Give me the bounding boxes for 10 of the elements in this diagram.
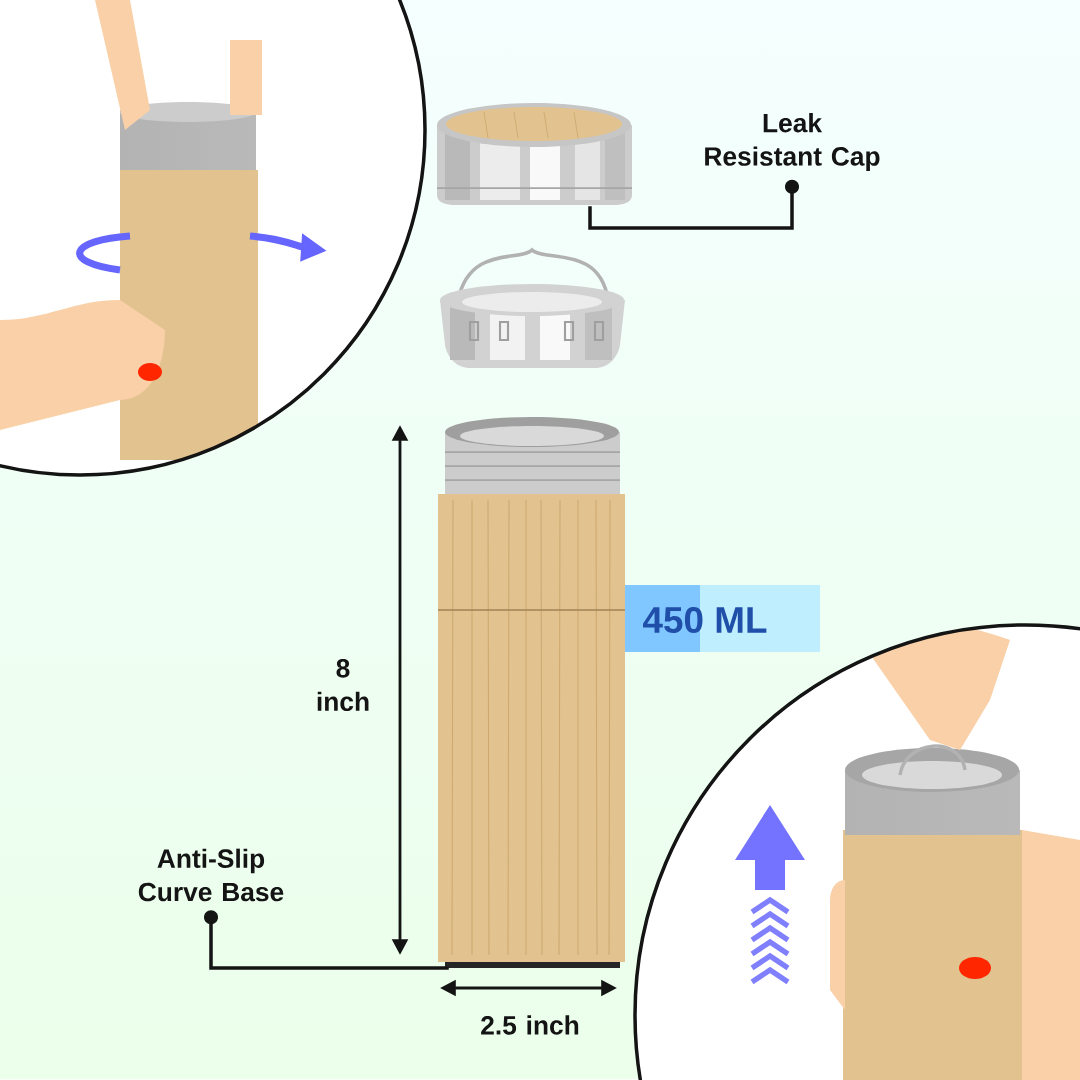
dimension-label: 2.5 inch: [481, 1015, 579, 1035]
strainer-drawing: [440, 248, 625, 368]
callout-text: Leak Resistant Cap: [705, 113, 880, 171]
bottle-drawing: [437, 417, 626, 968]
leader-line: [204, 910, 449, 970]
volume-band: 450 ML: [625, 585, 820, 652]
dimension-label: 8 inch: [317, 659, 369, 711]
leader-line: [588, 179, 799, 230]
cap-drawing: [436, 103, 633, 205]
callout-text: Anti-Slip Curve Base: [138, 848, 284, 902]
